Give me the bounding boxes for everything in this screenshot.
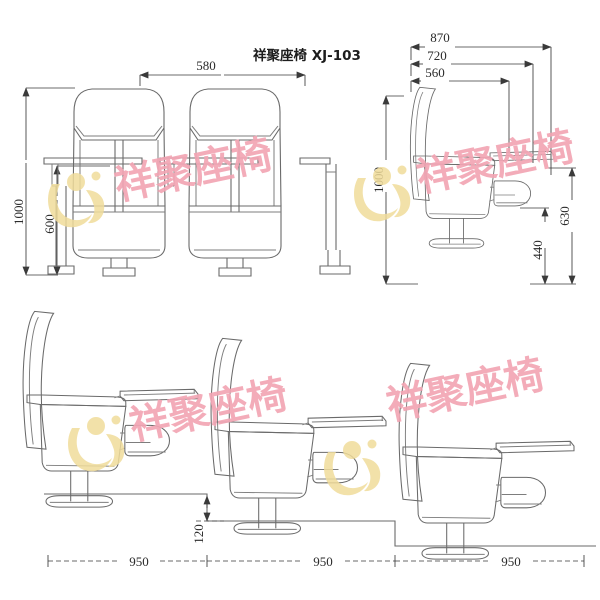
tiered-view: 120 950 950 950 <box>22 310 596 569</box>
watermark-text-1: 祥聚座椅 <box>111 132 277 210</box>
watermark-text-2: 祥聚座椅 <box>413 124 579 202</box>
dimension-950-label-3: 950 <box>501 554 521 569</box>
dimension-440-label: 440 <box>530 240 545 260</box>
tier-floor-profile <box>44 493 596 547</box>
dimension-720-label: 720 <box>427 48 447 63</box>
dimension-580: 580 <box>139 58 306 86</box>
dimension-600-label: 600 <box>42 214 57 234</box>
dimension-440: 440 <box>520 207 549 285</box>
drawing-title: 祥聚座椅 XJ-103 <box>253 47 361 64</box>
dimension-950-label-1: 950 <box>129 554 149 569</box>
dimension-950-group: 950 950 950 <box>47 554 585 569</box>
watermark-logo-3 <box>68 415 125 472</box>
dimension-720: 720 <box>410 48 534 163</box>
dimension-630: 630 <box>530 167 576 285</box>
watermark-text-4: 祥聚座椅 <box>383 352 549 430</box>
tier-chair-2 <box>210 337 387 535</box>
watermark-logo-4 <box>324 439 381 496</box>
dimension-630-label: 630 <box>557 206 572 226</box>
dimension-560: 560 <box>410 65 510 152</box>
dimension-870-label: 870 <box>430 30 450 45</box>
dimension-950-label-2: 950 <box>313 554 333 569</box>
dimension-1000-front: 1000 <box>11 87 75 276</box>
dimension-560-label: 560 <box>425 65 445 80</box>
front-seat-left <box>43 88 166 277</box>
dimension-870: 870 <box>410 30 552 175</box>
dimension-1000-front-label: 1000 <box>11 199 26 225</box>
dimension-120-label: 120 <box>191 524 206 544</box>
watermark-text-3: 祥聚座椅 <box>126 372 292 450</box>
dimension-120: 120 <box>191 495 224 544</box>
front-seat-right <box>159 88 282 277</box>
front-seat-partial-right <box>299 157 351 275</box>
watermark-logo-1 <box>48 171 105 228</box>
dimension-580-label: 580 <box>196 58 216 73</box>
